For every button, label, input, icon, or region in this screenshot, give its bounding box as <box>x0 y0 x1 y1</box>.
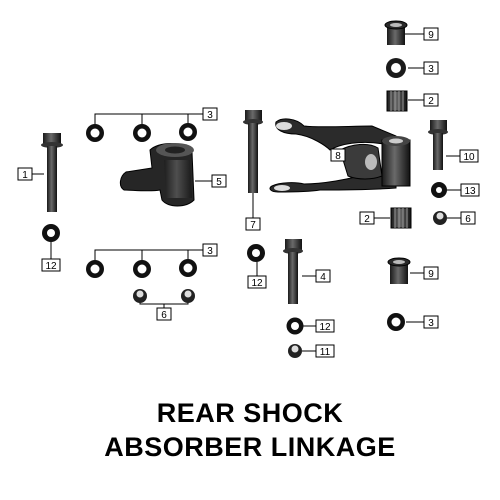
callout-6-bottom: 6 <box>156 307 172 321</box>
callout-label: 5 <box>216 177 222 188</box>
washer-row-bottom <box>86 259 197 278</box>
needle-bearing-top <box>386 90 408 112</box>
linkage-plate <box>269 118 411 193</box>
washer-13 <box>431 182 447 198</box>
nut-pair-bottom <box>133 289 195 303</box>
callout-8: 8 <box>330 148 346 162</box>
nut-right <box>433 211 447 225</box>
long-bolt-center <box>243 110 263 193</box>
callout-label: 11 <box>320 347 331 358</box>
washer-12-left <box>42 224 60 242</box>
callout-3-top-right: 3 <box>423 61 439 75</box>
callout-label: 13 <box>464 186 476 197</box>
nut-11 <box>288 344 302 358</box>
callout-label: 3 <box>428 318 434 329</box>
callout-label: 6 <box>465 214 471 225</box>
callout-label: 12 <box>251 278 263 289</box>
callout-12-center: 12 <box>247 275 267 289</box>
bushing-sleeve-bottom <box>387 257 411 284</box>
washer-12-lower <box>286 317 304 335</box>
callout-label: 12 <box>319 322 331 333</box>
callout-10: 10 <box>459 149 479 163</box>
callout-3-lower-right: 3 <box>423 315 439 329</box>
callout-6-right: 6 <box>460 211 476 225</box>
rocker-arm <box>119 143 195 207</box>
callout-2-top: 2 <box>423 93 439 107</box>
callout-label: 3 <box>428 64 434 75</box>
callout-7: 7 <box>245 217 261 231</box>
callout-label: 9 <box>428 269 434 280</box>
callout-label: 1 <box>22 170 28 181</box>
callout-12-left: 12 <box>41 258 61 272</box>
callout-label: 3 <box>207 246 213 257</box>
washer-top-right <box>386 58 406 78</box>
callout-label: 8 <box>335 151 341 162</box>
callout-label: 12 <box>45 261 57 272</box>
callout-13: 13 <box>460 183 480 197</box>
diagram-title-line-2: ABSORBER LINKAGE <box>104 432 396 462</box>
callout-9-top: 9 <box>423 27 439 41</box>
flange-bolt-left <box>41 133 63 212</box>
callout-11: 11 <box>315 344 335 358</box>
flange-bolt-right <box>428 120 448 170</box>
diagram-title-line-1: REAR SHOCK <box>156 398 344 428</box>
callout-label: 6 <box>161 310 167 321</box>
callout-label: 4 <box>320 272 326 283</box>
callout-12-lower: 12 <box>315 319 335 333</box>
callout-labels: 9 3 2 3 8 10 1 5 <box>17 27 480 358</box>
callout-label: 2 <box>364 214 370 225</box>
washer-lower-right <box>387 313 405 331</box>
callout-5: 5 <box>211 174 227 188</box>
callout-label: 9 <box>428 30 434 41</box>
bushing-sleeve-top <box>384 20 408 45</box>
leader-lines <box>32 33 461 352</box>
callout-9-bottom: 9 <box>423 266 439 280</box>
washer-row-top <box>86 123 197 142</box>
callout-label: 3 <box>207 110 213 121</box>
callout-label: 2 <box>428 96 434 107</box>
callout-2-mid: 2 <box>359 211 375 225</box>
washer-12-center <box>247 244 265 262</box>
callout-4: 4 <box>315 269 331 283</box>
needle-bearing-mid <box>390 207 412 229</box>
flange-bolt-center <box>283 239 303 304</box>
callout-3-washer-row-top: 3 <box>202 107 218 121</box>
callout-label: 10 <box>463 152 475 163</box>
callout-1: 1 <box>17 167 33 181</box>
callout-3-washer-row-bottom: 3 <box>202 243 218 257</box>
callout-label: 7 <box>250 220 256 231</box>
